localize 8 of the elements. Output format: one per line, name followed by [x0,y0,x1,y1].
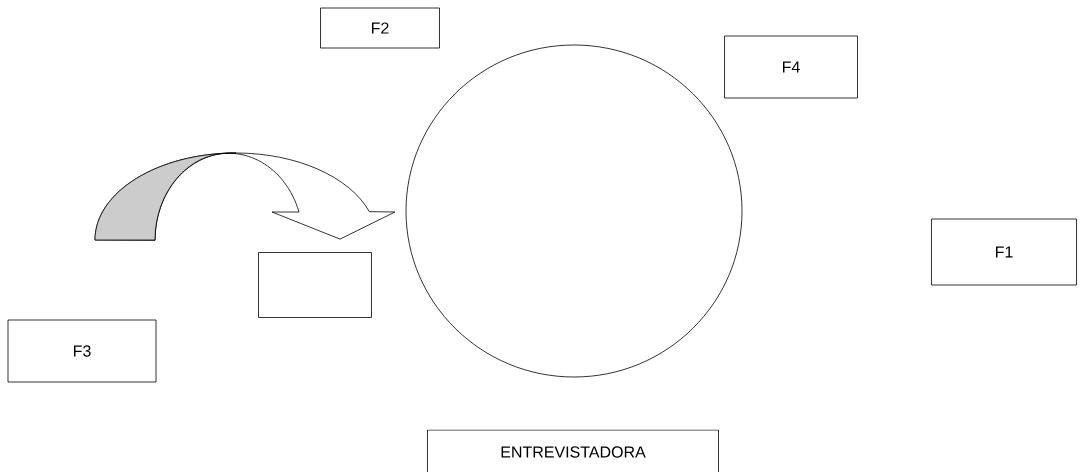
label-box: F4 [724,35,858,99]
label-box: F3 [7,319,157,383]
label-box: F2 [320,7,440,49]
curved-arrow [94,152,396,241]
empty-box [258,252,372,318]
label-box: F1 [931,218,1077,286]
label-box: ENTREVISTADORA [427,429,719,472]
circle [405,44,743,378]
